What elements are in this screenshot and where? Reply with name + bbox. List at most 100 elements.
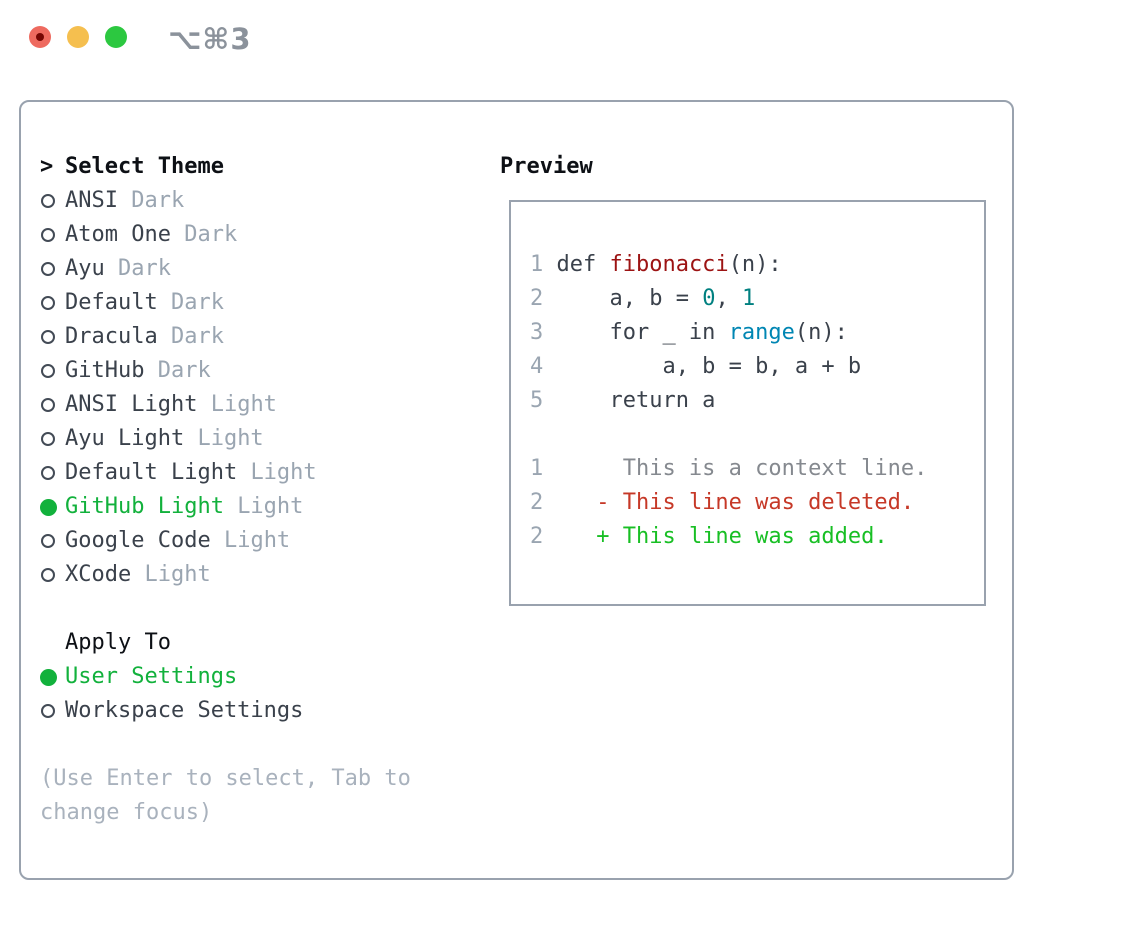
theme-option[interactable]: ANSI Light Light [40, 388, 460, 422]
theme-variant-tag: Light [197, 426, 264, 451]
theme-list-column: > Select Theme ANSI Dark Atom One Dark A… [40, 150, 460, 830]
theme-option[interactable]: GitHub Dark [40, 354, 460, 388]
radio-icon [40, 252, 65, 286]
theme-name: ANSI Light [65, 392, 211, 417]
theme-name: Atom One [65, 222, 185, 247]
keyboard-hint-text: (Use Enter to select, Tab to change focu… [40, 766, 411, 825]
diff-line-text: This line was added. [622, 524, 888, 549]
radio-icon [40, 354, 65, 388]
zoom-button[interactable] [105, 26, 127, 48]
code-line: 2 a, b = 0, 1 [530, 282, 976, 316]
diff-line-text: This line was deleted. [622, 490, 915, 515]
diff-line: 2 - This line was deleted. [530, 486, 976, 520]
gap [40, 626, 65, 660]
theme-name: Default [65, 290, 171, 315]
code-token-plain: a, b = [556, 286, 703, 311]
gap [530, 418, 976, 452]
code-token-plain: (n): [794, 320, 848, 345]
radio-icon [40, 320, 65, 354]
theme-picker-panel: > Select Theme ANSI Dark Atom One Dark A… [19, 100, 1014, 880]
code-token-num: 0 [702, 286, 716, 311]
theme-variant-tag: Dark [117, 256, 171, 281]
code-line-number: 2 [530, 286, 544, 311]
theme-variant-tag: Light [223, 528, 291, 553]
theme-name: GitHub [65, 358, 158, 383]
theme-name: User Settings [65, 664, 238, 689]
radio-icon [40, 694, 65, 728]
radio-icon [40, 660, 65, 694]
gap [40, 592, 460, 626]
radio-icon [40, 558, 65, 592]
code-token-plain: def [556, 252, 610, 277]
select-theme-title: Select Theme [65, 154, 224, 179]
theme-variant-tag: Light [210, 392, 277, 417]
theme-option[interactable]: User Settings [40, 660, 460, 694]
theme-name: Ayu Light [65, 426, 198, 451]
radio-icon [40, 490, 65, 524]
theme-variant-tag: Dark [170, 324, 224, 349]
theme-name: ANSI [65, 188, 132, 213]
code-line: 3 for _ in range(n): [530, 316, 976, 350]
diff-line-number: 1 [530, 456, 544, 481]
theme-option[interactable]: Ayu Light Light [40, 422, 460, 456]
minimize-button[interactable] [67, 26, 89, 48]
theme-variant-tag: Dark [184, 222, 238, 247]
apply-to-options-list: User Settings Workspace Settings [40, 660, 460, 728]
theme-name: Dracula [65, 324, 171, 349]
diff-line: 1 This is a context line. [530, 452, 976, 486]
diff-marker-icon [596, 452, 622, 486]
theme-option[interactable]: Default Dark [40, 286, 460, 320]
titlebar: ⌥⌘3 [0, 0, 1140, 74]
theme-option[interactable]: XCode Light [40, 558, 460, 592]
diff-sample: 1 This is a context line. 2 - This line … [530, 452, 976, 554]
code-token-plain: (n): [728, 252, 782, 277]
diff-line-number: 2 [530, 524, 544, 549]
diff-marker-icon: - [596, 490, 623, 515]
code-token-func: fibonacci [609, 252, 729, 277]
diff-line: 2 + This line was added. [530, 520, 976, 554]
code-token-plain: for _ in [556, 320, 729, 345]
window-title-shortcut: ⌥⌘3 [168, 22, 252, 56]
radio-icon [40, 388, 65, 422]
theme-option[interactable]: ANSI Dark [40, 184, 460, 218]
theme-option[interactable]: Ayu Dark [40, 252, 460, 286]
theme-variant-tag: Light [250, 460, 317, 485]
code-line-number: 5 [530, 388, 544, 413]
theme-option[interactable]: Atom One Dark [40, 218, 460, 252]
code-line-number: 4 [530, 354, 544, 379]
code-token-plain: , [715, 286, 742, 311]
code-token-num: 1 [741, 286, 756, 311]
radio-icon [40, 184, 65, 218]
theme-options-list: ANSI Dark Atom One Dark Ayu Dark Default… [40, 184, 460, 592]
radio-icon [40, 456, 65, 490]
theme-name: Ayu [65, 256, 118, 281]
theme-variant-tag: Light [237, 494, 304, 519]
code-token-plain: return a [556, 388, 716, 413]
theme-option[interactable]: Default Light Light [40, 456, 460, 490]
code-line-number: 1 [530, 252, 544, 277]
radio-icon [40, 422, 65, 456]
close-button[interactable] [29, 26, 51, 48]
theme-variant-tag: Light [144, 562, 211, 587]
theme-variant-tag: Dark [157, 358, 211, 383]
theme-option[interactable]: Dracula Dark [40, 320, 460, 354]
radio-icon [40, 218, 65, 252]
theme-variant-tag: Dark [131, 188, 185, 213]
apply-to-title: Apply To [65, 630, 171, 655]
diff-line-number: 2 [530, 490, 544, 515]
code-token-plain: a, b = b, a + b [556, 354, 862, 379]
theme-option[interactable]: GitHub Light Light [40, 490, 460, 524]
code-token-builtin: range [728, 320, 795, 345]
theme-variant-tag: Dark [170, 290, 224, 315]
traffic-lights [29, 26, 127, 48]
diff-marker-icon: + [596, 524, 623, 549]
preview-title: Preview [500, 154, 593, 179]
diff-line-text: This is a context line. [622, 456, 928, 481]
cursor-prompt-icon: > [40, 154, 54, 179]
theme-option[interactable]: Workspace Settings [40, 694, 460, 728]
theme-option[interactable]: Google Code Light [40, 524, 460, 558]
